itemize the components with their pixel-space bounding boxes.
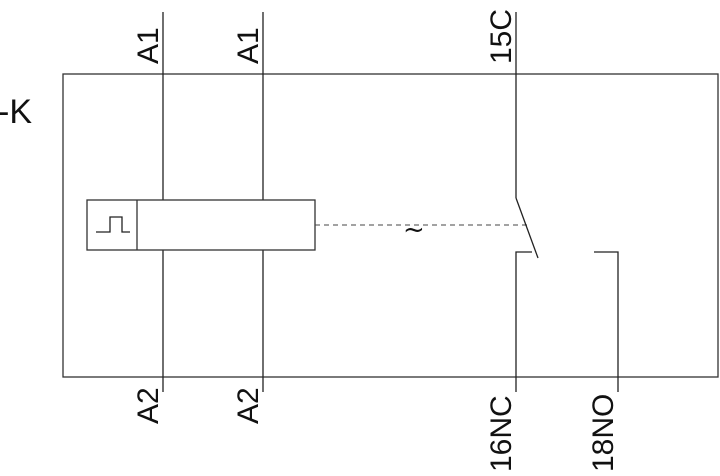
terminal-label-a2-1: A2 — [132, 387, 165, 424]
terminal-label-a1-2: A1 — [232, 27, 265, 64]
terminal-label-16nc: 16NC — [485, 395, 518, 472]
terminal-label-a1-1: A1 — [132, 27, 165, 64]
function-symbol: ~ — [403, 215, 425, 245]
nc-terminal-wire — [515, 251, 532, 392]
terminal-label-15c: 15C — [485, 9, 518, 64]
pulse-timing-icon — [96, 216, 130, 233]
device-enclosure — [62, 73, 719, 378]
changeover-contact — [515, 12, 619, 392]
relay-coil — [86, 199, 316, 251]
terminal-label-a2-2: A2 — [232, 387, 265, 424]
terminal-label-18no: 18NO — [587, 394, 620, 472]
device-reference-label: -K — [0, 93, 32, 131]
contact-blade — [515, 197, 539, 259]
no-terminal-wire — [594, 251, 619, 392]
